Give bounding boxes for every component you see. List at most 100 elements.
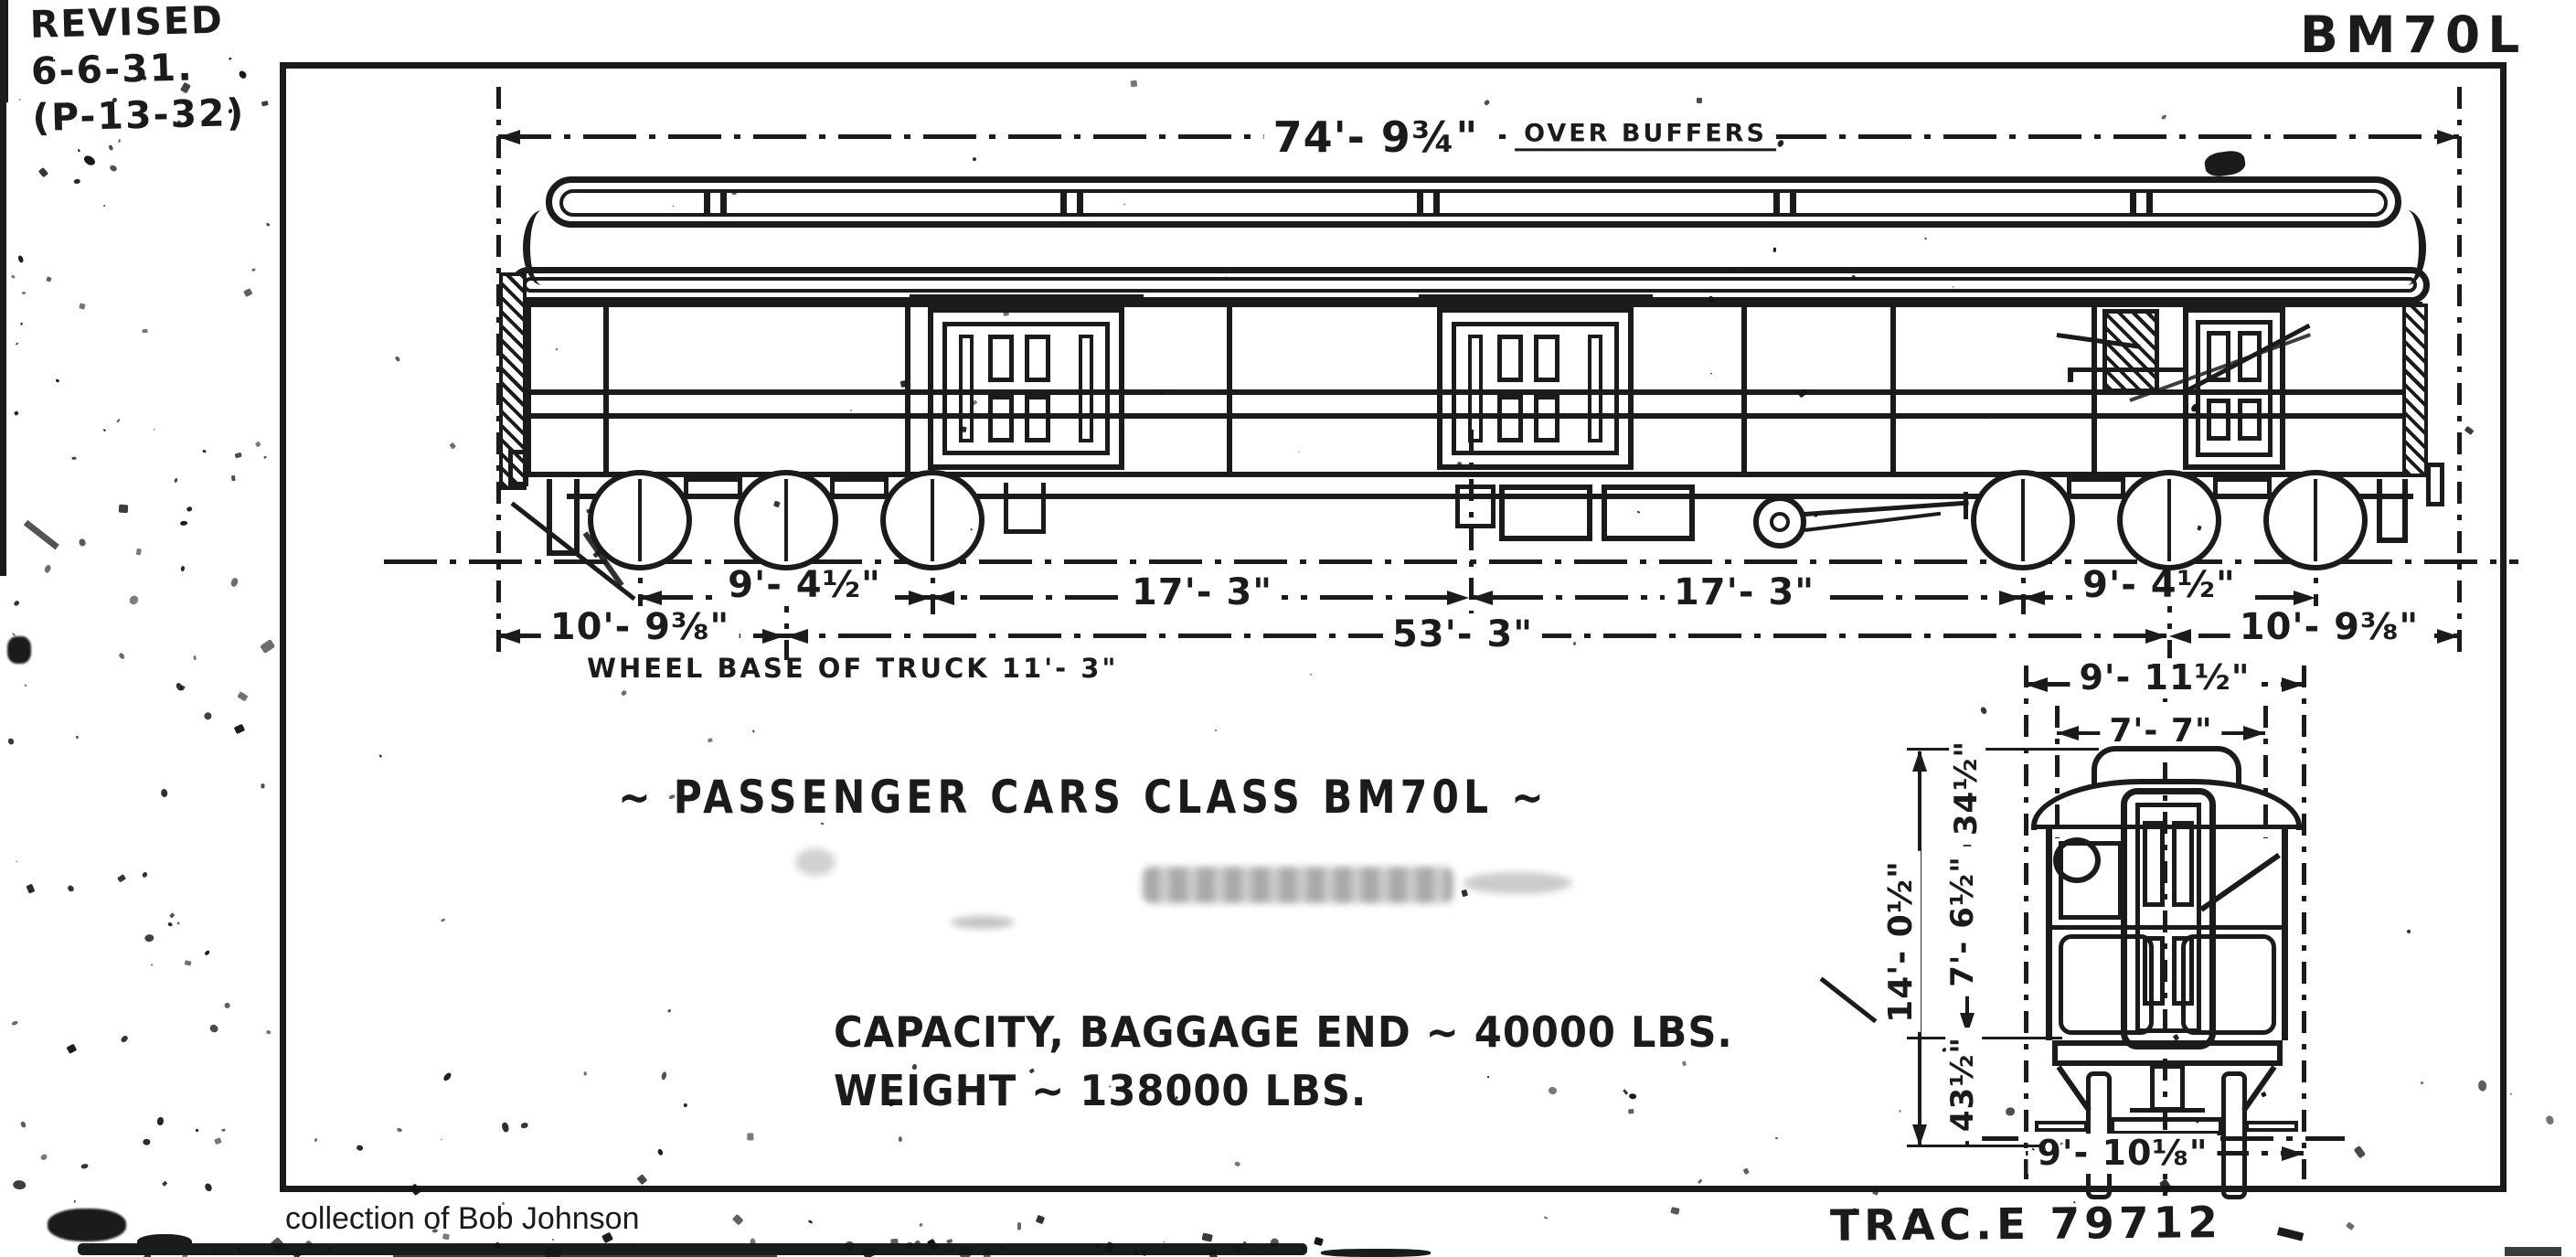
scan-speckle [899,380,907,389]
scan-speckle [109,164,118,173]
underbody-box [1455,485,1496,528]
door-window-pane [2143,821,2165,907]
collection-credit: collection of Bob Johnson [285,1201,640,1236]
dim-arrow [1912,750,1927,772]
dim-arrow [498,130,520,144]
scan-mark [23,519,59,550]
wheelbase-note: WHEEL BASE OF TRUCK 11'- 3" [587,653,1119,684]
scan-smudge [795,848,836,876]
witness-line [2457,87,2462,658]
scan-speckle [2345,1221,2355,1230]
axle-journal [2035,1121,2088,1132]
axle-centerline [931,545,935,614]
scan-speckle [202,449,208,454]
truck-pedestal [684,477,742,499]
scan-speckle [19,322,24,325]
scan-speckle [195,1128,199,1133]
door-window-pane [2238,331,2262,382]
scan-speckle [162,1180,168,1187]
scan-speckle [135,548,142,556]
coupler [2150,1064,2185,1112]
scan-speckle [1314,1236,1324,1246]
scan-smudge [951,916,1015,929]
scan-speckle [1774,1136,1779,1139]
scan-speckle [898,1136,902,1142]
witness-line [496,87,501,658]
scan-speckle [2544,1113,2556,1126]
scan-speckle [214,1249,218,1252]
door-window-pane [1497,335,1523,382]
end-view-centerline [2163,664,2167,1198]
door-window-pane [1497,395,1523,442]
end-door [2121,788,2216,1049]
dim-arrow [2437,130,2459,144]
clerestory-divider [1773,189,1780,217]
scan-speckle [1670,1207,1680,1215]
grab-rail [2068,368,2183,372]
scan-speckle [43,563,52,574]
end-body-side [2046,828,2052,1040]
dim-arrow [2294,591,2315,605]
dim-arrow [786,629,808,644]
scan-speckle [71,456,77,460]
scan-speckle [203,1181,214,1193]
scan-speckle [81,154,97,168]
dim-arrow [498,629,520,644]
scan-speckle [230,474,236,482]
scan-speckle [1164,1241,1166,1243]
step-stirrup [2377,479,2408,543]
step-stirrup [547,479,580,556]
scan-speckle [1772,247,1777,252]
scan-speckle [11,1019,19,1027]
scan-speckle [15,860,18,863]
scan-speckle [18,98,21,101]
scan-speckle [186,506,193,512]
clerestory-divider [1433,189,1440,217]
weight-note: WEIGHT ~ 138000 LBS. [834,1066,1368,1115]
truck-pedestal [830,477,889,499]
scan-speckle [225,1002,230,1008]
buffer-block-right [2426,463,2444,506]
scan-speckle [260,638,276,654]
body-panel-line [1227,307,1232,477]
dim-width-over-roof: 9'- 11½" [2070,658,2260,698]
scan-speckle [983,1248,992,1257]
clerestory-divider [1077,189,1083,217]
truck-pedestal [2213,477,2272,499]
scan-speckle [179,520,188,527]
witness-tick [1907,1037,2062,1039]
scan-mark [7,636,31,664]
scan-speckle [142,328,148,334]
coupler-line [2130,1108,2205,1113]
scan-speckle [1002,308,1010,316]
dim-arrow [1471,591,1493,605]
scan-speckle [1261,1245,1264,1250]
body-panel-line [2092,307,2097,477]
brake-cylinder [1753,495,1806,549]
end-buffer-beam [2052,1040,2283,1066]
dim-truck-centers: 53'- 3" [1382,613,1543,655]
dim-truck-axles-right: 9'- 4½" [2073,564,2245,606]
axle-centerline [638,545,643,614]
body-panel-line [1890,307,1896,477]
axle-centerline [2021,545,2026,614]
car-wheel [2263,470,2368,570]
door-window-pane [2207,331,2230,382]
door-window-pane [2143,936,2165,1006]
scan-speckle [193,655,197,660]
scan-speckle [78,538,87,548]
scan-speckle [261,101,269,107]
scan-speckle [176,921,181,925]
scan-speckle [167,921,174,928]
body-panel-line [603,307,609,477]
door-window-pane [1025,335,1050,382]
scan-speckle [102,204,106,208]
witness-tick [1907,748,2099,751]
dim-arrow [2023,591,2045,605]
scan-speckle [266,222,271,227]
scan-speckle [160,788,168,798]
scan-speckle [233,723,246,735]
scan-speckle [66,1043,78,1054]
scan-edge-mark [0,0,6,576]
